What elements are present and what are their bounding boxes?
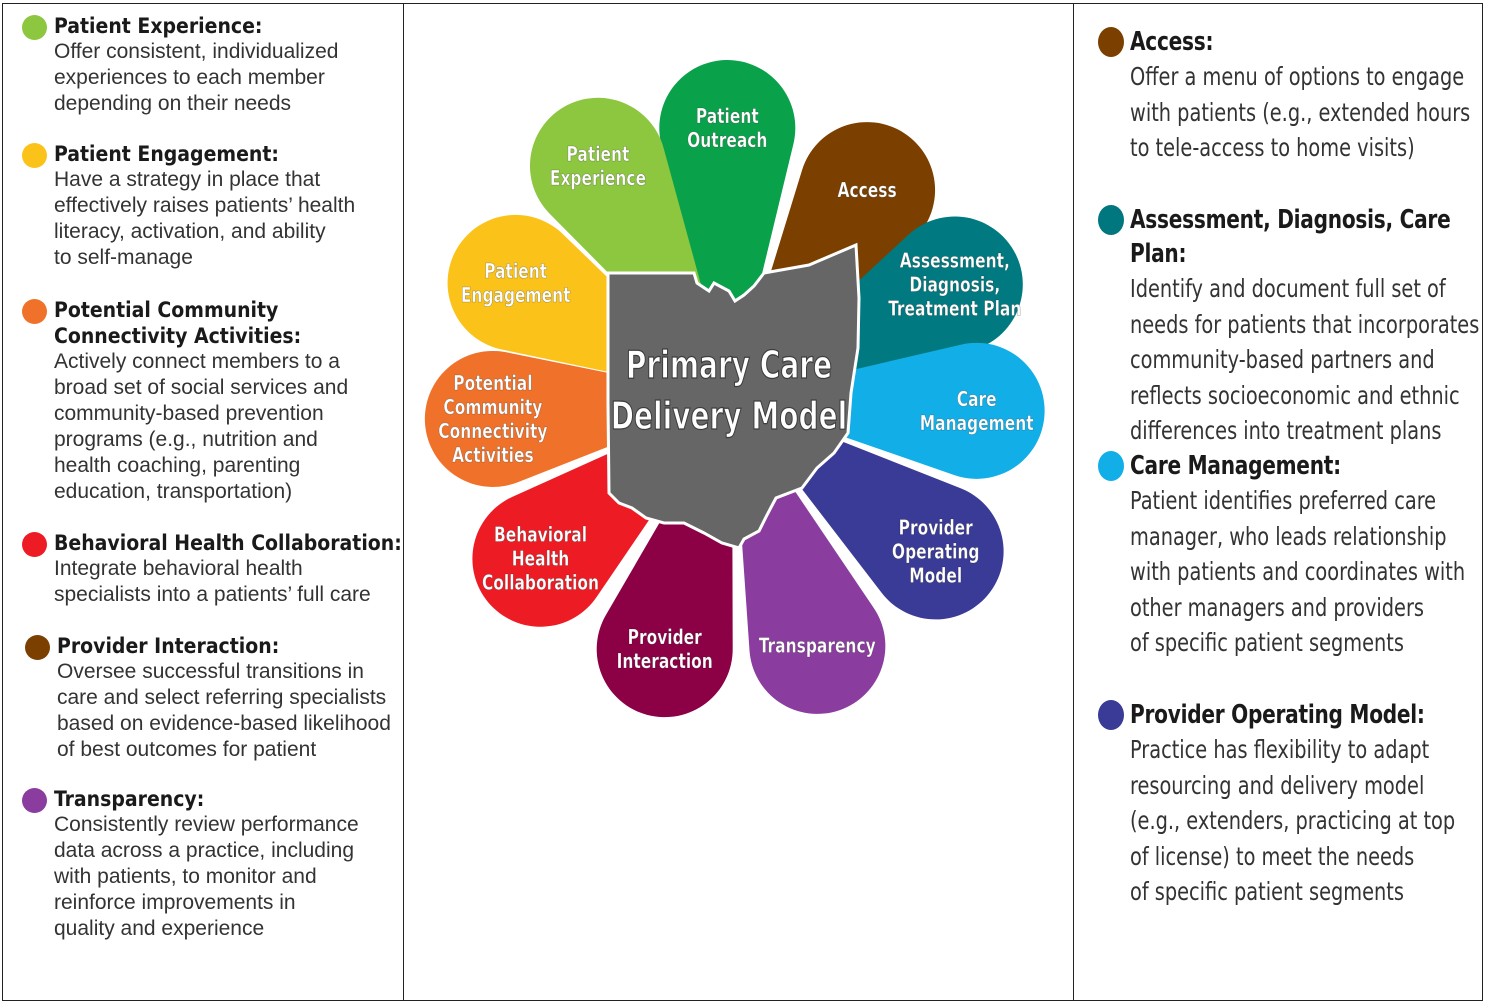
- petal-label-behavioral-health-collaboration: Collaboration: [482, 573, 599, 596]
- petal-label-provider-interaction: Provider: [628, 627, 703, 650]
- legend-title: Patient Experience:: [54, 14, 263, 38]
- petal-label-patient-engagement: Patient: [484, 261, 547, 284]
- page-frame: [2, 3, 1483, 1001]
- legend-title: Assessment, Diagnosis, Care Plan:: [1130, 205, 1451, 269]
- petal-label-potential-community-connectivity-activities: Activities: [452, 445, 534, 468]
- petal-label-care-management: Care: [957, 389, 997, 412]
- teal-dot-icon: [1098, 205, 1124, 235]
- legend-text: Integrate behavioral health specialists …: [54, 557, 371, 606]
- legend-text: Have a strategy in place that effectivel…: [54, 168, 356, 269]
- petal-label-potential-community-connectivity-activities: Connectivity: [438, 421, 547, 444]
- legend-title: Care Management:: [1130, 451, 1341, 481]
- petal-label-patient-outreach: Patient: [696, 106, 759, 129]
- petal-label-potential-community-connectivity-activities: Potential: [453, 373, 532, 396]
- legend-text: Offer a menu of options to engage with p…: [1130, 62, 1471, 162]
- petal-label-behavioral-health-collaboration: Behavioral: [494, 525, 587, 548]
- petal-label-patient-experience: Patient: [567, 144, 630, 167]
- brown-dot-icon: [25, 635, 50, 660]
- ohio-state-icon: [606, 242, 861, 550]
- legend-title: Patient Engagement:: [54, 142, 279, 166]
- petal-label-patient-engagement: Engagement: [461, 285, 571, 308]
- petal-label-patient-experience: Experience: [550, 168, 646, 191]
- left-legend-column: Patient Experience: Offer consistent, in…: [2, 3, 404, 1001]
- legend-text: Identify and document full set of needs …: [1130, 274, 1480, 445]
- legend-text: Offer consistent, individualized experie…: [54, 40, 339, 115]
- legend-text: Practice has flexibility to adapt resour…: [1130, 735, 1456, 906]
- petal-label-assessment-diagnosis-treatment-plan: Diagnosis,: [909, 274, 1000, 297]
- petal-label-potential-community-connectivity-activities: Community: [443, 397, 542, 420]
- yellow-dot-icon: [22, 143, 47, 168]
- legend-title: Behavioral Health Collaboration:: [54, 531, 402, 555]
- petal-label-assessment-diagnosis-treatment-plan: Treatment Plan: [888, 298, 1021, 321]
- petal-label-provider-operating-model: Operating: [892, 541, 980, 564]
- petal-label-provider-operating-model: Provider: [899, 517, 974, 540]
- orange-dot-icon: [22, 299, 47, 324]
- petal-label-behavioral-health-collaboration: Health: [512, 549, 570, 572]
- petal-label-transparency: Transparency: [759, 636, 876, 659]
- purple-dot-icon: [22, 788, 47, 813]
- legend-text: Consistently review performance data acr…: [54, 813, 359, 940]
- petal-label-assessment-diagnosis-treatment-plan: Assessment,: [900, 250, 1010, 273]
- petal-care-management: [732, 342, 1045, 479]
- center-title-line-1: Primary Care: [626, 344, 832, 388]
- indigo-dot-icon: [1098, 700, 1124, 730]
- right-legend-column: Access: Offer a menu of options to engag…: [1074, 3, 1483, 1001]
- legend-title: Provider Interaction:: [57, 634, 280, 658]
- legend-title: Potential Community Connectivity Activit…: [54, 298, 302, 348]
- legend-text: Patient identifies preferred care manage…: [1130, 486, 1466, 657]
- legend-title: Provider Operating Model:: [1130, 700, 1425, 730]
- light-blue-dot-icon: [1098, 451, 1124, 481]
- petal-label-care-management: Management: [920, 413, 1034, 436]
- petal-label-access: Access: [837, 180, 896, 203]
- green-dot-icon: [22, 15, 47, 40]
- legend-text: Oversee successful transitions in care a…: [57, 660, 391, 761]
- red-dot-icon: [22, 532, 47, 557]
- legend-text: Actively connect members to a broad set …: [54, 350, 349, 503]
- petal-label-provider-interaction: Interaction: [617, 651, 713, 674]
- petal-label-patient-outreach: Outreach: [687, 130, 767, 153]
- legend-title: Transparency:: [54, 787, 205, 811]
- brown-dot-icon: [1098, 27, 1124, 57]
- center-title-line-2: Delivery Model: [611, 395, 847, 439]
- petal-patient-outreach: [659, 60, 796, 399]
- petal-label-provider-operating-model: Model: [909, 565, 962, 588]
- legend-title: Access:: [1130, 27, 1214, 57]
- primary-care-flower-diagram: PatientOutreachAccessAssessment,Diagnosi…: [424, 60, 1045, 718]
